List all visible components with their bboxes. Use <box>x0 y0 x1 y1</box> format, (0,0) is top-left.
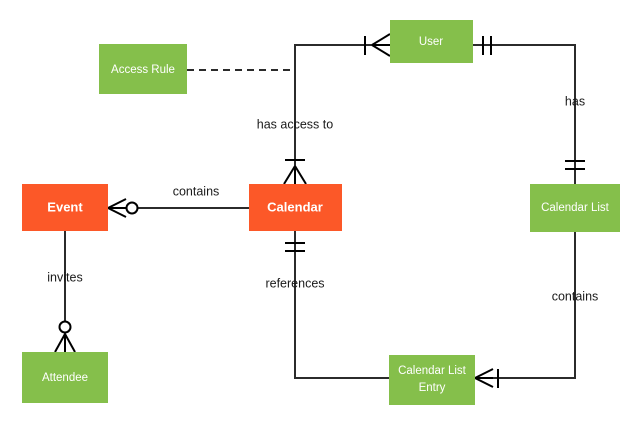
connector-user-to-calendar-list <box>473 44 576 184</box>
cardinality-marker-calendar-bottom <box>285 242 305 252</box>
entity-user-label: User <box>419 36 443 48</box>
entity-user[interactable]: User <box>390 20 473 63</box>
cardinality-marker-attendee-top <box>54 320 76 353</box>
connector-calendar-to-calendar-list-entry <box>294 231 389 379</box>
entity-calendar-list-label: Calendar List <box>541 202 610 214</box>
cardinality-marker-calendar-top <box>283 159 307 185</box>
entity-calendar-list-entry-label-line1: Calendar List <box>398 365 467 377</box>
relationship-label-invites: invites <box>47 270 82 284</box>
entity-access-rule-box[interactable] <box>99 44 187 94</box>
entity-event-label: Event <box>47 199 83 214</box>
entity-calendar-list-box[interactable] <box>530 184 620 232</box>
entity-calendar-list-entry-box[interactable] <box>389 355 475 405</box>
entity-calendar-label: Calendar <box>267 199 323 214</box>
cardinality-marker-calendar-list-entry-right <box>474 368 499 388</box>
relationship-label-has: has <box>565 94 585 108</box>
entity-access-rule-label: Access Rule <box>111 64 175 76</box>
cardinality-marker-user-left <box>364 33 391 57</box>
relationship-label-has-access-to: has access to <box>257 117 333 131</box>
relationship-label-contains-calendar-list-entry: contains <box>552 289 599 303</box>
entity-calendar[interactable]: Calendar <box>249 184 342 231</box>
connector-calendar-to-user <box>294 44 390 184</box>
entity-calendar-list-entry-label-line2: Entry <box>419 382 446 394</box>
entity-attendee-box[interactable] <box>22 352 108 403</box>
entity-user-box[interactable] <box>390 20 473 63</box>
entity-calendar-list[interactable]: Calendar List <box>530 184 620 232</box>
cardinality-marker-event-right <box>107 198 139 218</box>
entity-attendee[interactable]: Attendee <box>22 352 108 403</box>
entity-attendee-label: Attendee <box>42 372 88 384</box>
entity-access-rule[interactable]: Access Rule <box>99 44 187 94</box>
entity-calendar-list-entry[interactable]: Calendar List Entry <box>389 355 475 405</box>
cardinality-marker-calendar-list-top <box>565 160 585 170</box>
relationship-label-contains-event-calendar: contains <box>173 184 220 198</box>
entity-event-box[interactable] <box>22 184 108 231</box>
connector-calendar-list-to-entry <box>475 232 576 379</box>
entity-calendar-box[interactable] <box>249 184 342 231</box>
relationship-label-references: references <box>265 276 324 290</box>
entity-event[interactable]: Event <box>22 184 108 231</box>
cardinality-marker-user-right <box>482 36 492 55</box>
